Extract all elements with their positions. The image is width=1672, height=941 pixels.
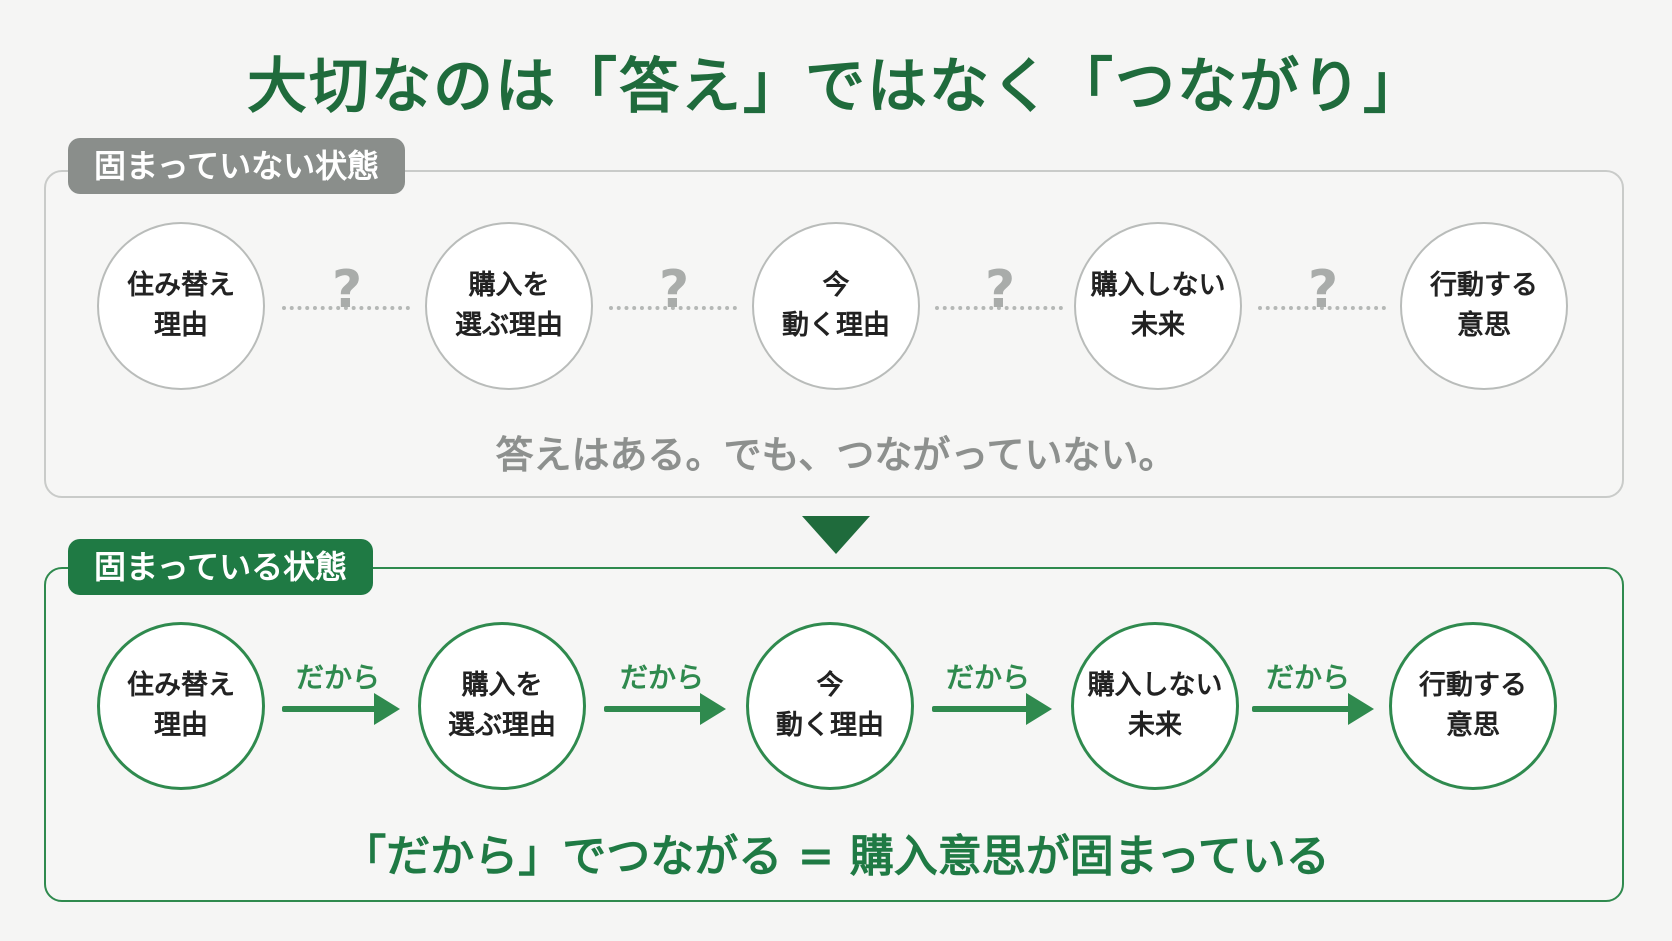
arrow-line [604,706,704,712]
node-line1: 購入を [468,270,550,301]
top-node-act-now-reason: 今 動く理由 [752,222,920,390]
node-line2: 理由 [154,710,208,741]
bottom-node-purchase-reason: 購入を 選ぶ理由 [418,622,586,790]
dakara-label: だから [296,661,381,694]
question-mark-icon: ? [659,260,690,320]
arrow-line [1252,706,1352,712]
question-mark-icon: ? [1308,260,1339,320]
dotted-line [1258,306,1386,310]
unsettled-panel-label: 固まっていない状態 [68,138,406,194]
arrow-right-icon [1026,693,1052,725]
settled-caption: 「だから」でつながる = 購入意思が固まっている [342,831,1330,882]
node-line2: 選ぶ理由 [455,310,563,341]
node-line1: 購入しない [1087,670,1223,701]
node-line1: 今 [822,270,850,301]
node-line2: 選ぶ理由 [448,710,556,741]
bottom-node-act-now-reason: 今 動く理由 [746,622,914,790]
node-line1: 今 [816,670,844,701]
node-line2: 意思 [1446,710,1500,741]
dotted-line [609,306,737,310]
top-node-relocation-reason: 住み替え 理由 [97,222,265,390]
node-line2: 動く理由 [782,310,890,341]
bottom-node-no-purchase-future: 購入しない 未来 [1071,622,1239,790]
bottom-node-action-intent: 行動する 意思 [1389,622,1557,790]
node-line2: 未来 [1128,710,1182,741]
top-node-no-purchase-future: 購入しない 未来 [1074,222,1242,390]
arrow-right-icon [700,693,726,725]
dakara-label: だから [946,661,1031,694]
bottom-node-relocation-reason: 住み替え 理由 [97,622,265,790]
unsettled-caption: 答えはある。でも、つながっていない。 [495,433,1177,477]
top-node-action-intent: 行動する 意思 [1400,222,1568,390]
down-arrow-icon [802,516,870,554]
arrow-line [932,706,1030,712]
arrow-line [282,706,378,712]
node-line1: 住み替え [127,270,235,301]
arrow-right-icon [374,693,400,725]
dakara-label: だから [620,661,705,694]
node-line1: 購入しない [1090,270,1226,301]
top-node-purchase-reason: 購入を 選ぶ理由 [425,222,593,390]
question-mark-icon: ? [332,260,363,320]
node-line1: 住み替え [127,670,235,701]
question-mark-icon: ? [985,260,1016,320]
settled-panel-label: 固まっている状態 [68,539,374,595]
node-line2: 未来 [1131,310,1185,341]
node-line2: 意思 [1457,310,1511,341]
dakara-label: だから [1266,661,1351,694]
arrow-right-icon [1348,693,1374,725]
dotted-line [282,306,410,310]
node-line2: 理由 [154,310,208,341]
node-line1: 購入を [461,670,543,701]
node-line2: 動く理由 [776,710,884,741]
dotted-line [935,306,1063,310]
node-line1: 行動する [1430,270,1538,301]
page-title: 大切なのは「答え」ではなく「つながり」 [247,52,1425,122]
node-line1: 行動する [1419,670,1527,701]
